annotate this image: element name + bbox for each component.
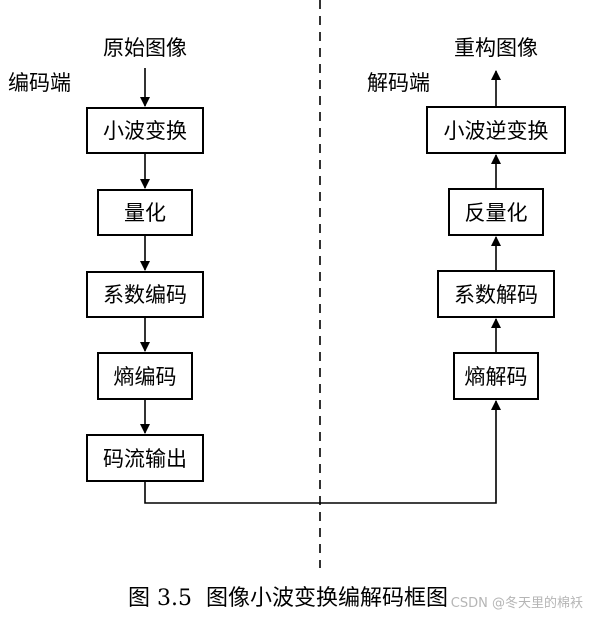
svg-text:熵解码: 熵解码: [465, 365, 528, 389]
svg-text:系数解码: 系数解码: [454, 283, 538, 307]
decoder-step-inverse-wavelet-transform: 小波逆变换: [426, 106, 566, 154]
svg-text:系数编码: 系数编码: [103, 283, 187, 307]
encoder-step-coefficient-coding: 系数编码: [86, 271, 204, 318]
csdn-watermark: CSDN @冬天里的棉袄: [451, 595, 583, 611]
decoder-step-dequantization: 反量化: [448, 188, 544, 236]
svg-text:小波变换: 小波变换: [103, 119, 187, 143]
decoder-side-label: 解码端: [367, 71, 430, 95]
figure-caption: 图 3.5 图像小波变换编解码框图: [128, 586, 448, 611]
svg-text:熵编码: 熵编码: [114, 365, 177, 389]
encoder-step-bitstream-output: 码流输出: [86, 434, 204, 482]
reconstructed-image-label: 重构图像: [454, 36, 538, 60]
decoder-step-entropy-decoding: 熵解码: [453, 352, 539, 400]
svg-text:小波逆变换: 小波逆变换: [444, 119, 549, 143]
svg-text:反量化: 反量化: [465, 201, 528, 225]
decoder-step-coefficient-decoding: 系数解码: [437, 270, 555, 318]
encoder-step-quantization: 量化: [97, 189, 193, 236]
svg-text:码流输出: 码流输出: [103, 447, 187, 471]
encoder-step-wavelet-transform: 小波变换: [86, 107, 204, 154]
original-image-label: 原始图像: [103, 36, 187, 60]
svg-text:量化: 量化: [124, 201, 166, 225]
channel-connector: [144, 400, 501, 504]
encoder-side-label: 编码端: [8, 71, 71, 95]
encoder-step-entropy-coding: 熵编码: [97, 352, 193, 400]
